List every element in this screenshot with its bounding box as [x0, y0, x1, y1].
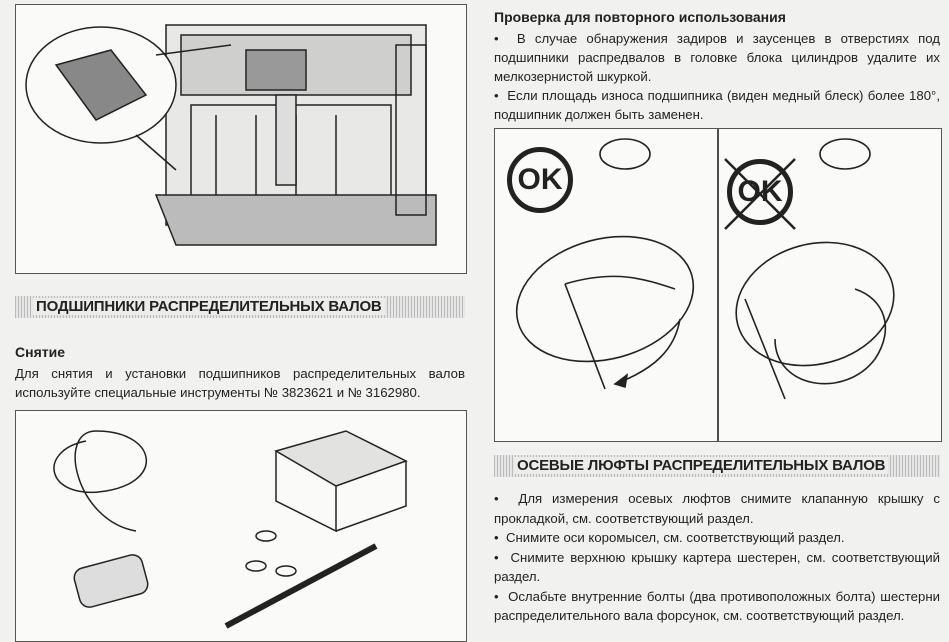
list-item: • Для измерения осевых люфтов снимите кл…	[494, 491, 940, 526]
list-item: • Снимите верхнюю крышку картера шестере…	[494, 549, 940, 585]
list-item-text: Если площадь износа подшипника (виден ме…	[494, 88, 940, 122]
list-item: • Ослабьте внутренние болты (два противо…	[494, 588, 940, 624]
subsection-title-removal: Снятие	[15, 344, 65, 360]
list-item-text: В случае обнаружения задиров и заусенцев…	[494, 31, 940, 84]
section-header-camshaft-bearings: ПОДШИПНИКИ РАСПРЕДЕЛИТЕЛЬНЫХ ВАЛОВ	[15, 296, 465, 318]
list-item: • Снимите оси коромысел, см. соответству…	[494, 530, 845, 545]
tools-illustration	[15, 410, 467, 642]
list-item-text: Снимите оси коромысел, см. соответствующ…	[505, 530, 845, 545]
list-item: • В случае обнаружения задиров и заусенц…	[494, 31, 940, 84]
bearing-wear-illustration: OK OK	[494, 128, 942, 442]
endplay-list: • Для измерения осевых люфтов снимите кл…	[494, 489, 940, 626]
subsection-title-reuse-check: Проверка для повторного использования	[494, 9, 786, 25]
section-title: ПОДШИПНИКИ РАСПРЕДЕЛИТЕЛЬНЫХ ВАЛОВ	[33, 298, 385, 315]
section-title: ОСЕВЫЕ ЛЮФТЫ РАСПРЕДЕЛИТЕЛЬНЫХ ВАЛОВ	[514, 457, 889, 474]
not-ok-badge: OK	[727, 159, 793, 225]
ok-badge: OK	[507, 147, 573, 213]
not-ok-label: OK	[737, 175, 783, 208]
reuse-check-list: • В случае обнаружения задиров и заусенц…	[494, 29, 940, 124]
engine-illustration	[15, 4, 467, 274]
list-item-text: Ослабьте внутренние болты (два противопо…	[494, 588, 940, 624]
ok-label: OK	[517, 163, 563, 196]
list-item: • Если площадь износа подшипника (виден …	[494, 88, 940, 122]
list-item-text: Для измерения осевых люфтов снимите клап…	[494, 491, 940, 526]
removal-paragraph: Для снятия и установки подшипников распр…	[15, 366, 465, 400]
engine-drawing	[25, 24, 437, 246]
section-header-camshaft-endplay: ОСЕВЫЕ ЛЮФТЫ РАСПРЕДЕЛИТЕЛЬНЫХ ВАЛОВ	[494, 455, 940, 477]
bearing-drawing	[515, 129, 895, 441]
tools-drawing	[53, 430, 408, 629]
list-item-text: Снимите верхнюю крышку картера шестерен,…	[494, 549, 940, 585]
